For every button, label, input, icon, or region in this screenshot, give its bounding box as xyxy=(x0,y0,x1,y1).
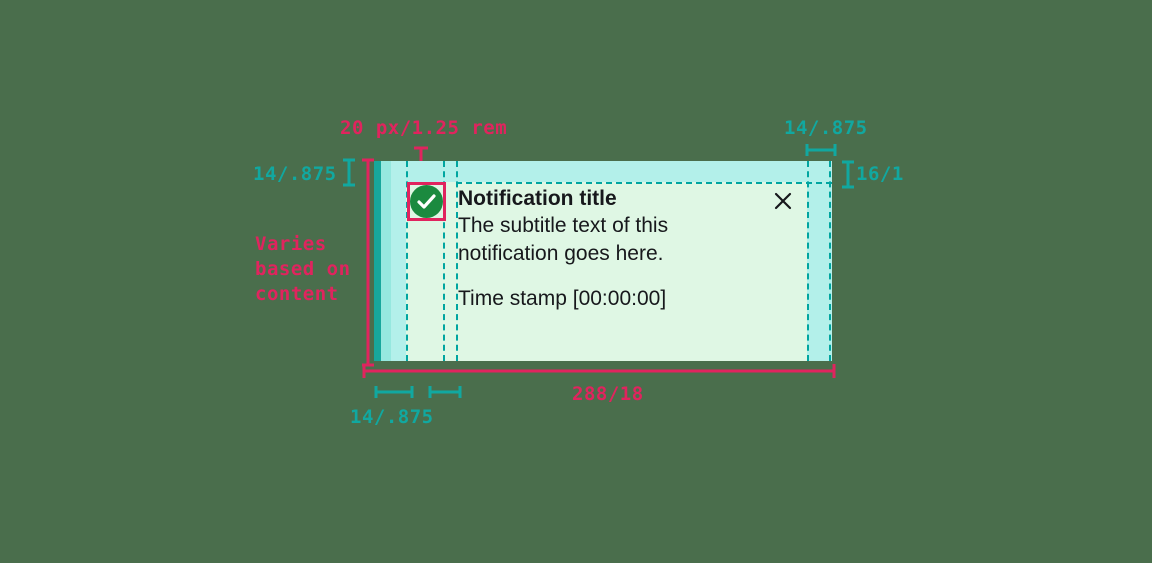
guide-right-padding xyxy=(807,161,809,361)
guide-icon-right xyxy=(443,161,445,361)
notification-icon-wrapper xyxy=(407,182,446,221)
measure-left-vertical-icon xyxy=(343,158,355,187)
icon-measure-box xyxy=(407,182,446,221)
annotation-top-spacing: 20 px/1.25 rem xyxy=(340,117,508,139)
guide-card-right-edge xyxy=(829,161,831,361)
notification-content: Notification title The subtitle text of … xyxy=(458,186,778,310)
measure-right-unit-icon xyxy=(842,160,854,189)
close-icon[interactable] xyxy=(772,190,794,212)
annotation-total-width: 288/18 xyxy=(572,383,644,405)
measure-bottom-padding-icon-1 xyxy=(374,386,414,398)
annotation-right-unit: 16/1 xyxy=(856,163,904,185)
check-circle-icon xyxy=(410,185,443,218)
measure-bottom-padding-icon-2 xyxy=(428,386,462,398)
annotation-bottom-padding: 14/.875 xyxy=(350,406,434,428)
measure-top-right-padding-icon xyxy=(805,144,837,156)
status-accent-bar xyxy=(374,161,381,361)
notification-timestamp: Time stamp [00:00:00] xyxy=(458,287,667,310)
guide-top-padding xyxy=(456,182,832,184)
guide-content-left xyxy=(456,161,458,361)
notification-title: Notification title xyxy=(458,187,617,210)
guide-left-padding xyxy=(406,161,408,361)
annotation-left-padding: 14/.875 xyxy=(253,163,337,185)
annotation-height-note: Varies based on content xyxy=(255,233,351,305)
notification-subtitle: The subtitle text of this notification g… xyxy=(458,214,669,265)
annotation-top-right-padding: 14/.875 xyxy=(784,117,868,139)
measure-total-width-icon xyxy=(362,364,836,378)
notification-card[interactable]: Notification title The subtitle text of … xyxy=(374,161,832,361)
right-padding-band xyxy=(807,161,832,361)
status-accent-bar-inner xyxy=(381,161,391,361)
top-padding-band xyxy=(374,161,832,182)
